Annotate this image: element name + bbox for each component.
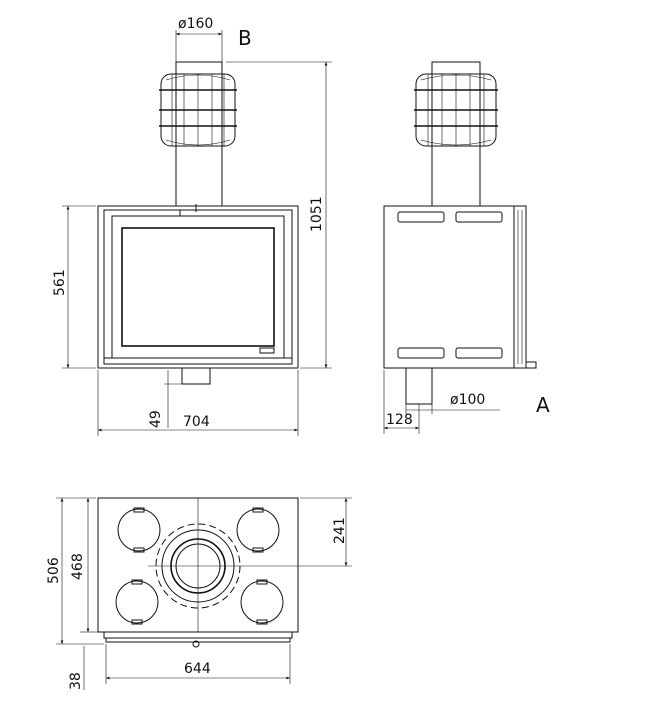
view-a-label: A [536, 393, 550, 417]
side-inlet-spigot [405, 367, 433, 405]
side-flue-pipe [431, 70, 481, 206]
side-offset-label: 128 [386, 412, 413, 428]
side-stove-body [383, 205, 537, 369]
plan-opening-top-left [117, 507, 161, 553]
plan-center-offset-label: 241 [332, 517, 348, 544]
plan-depth-inner-label: 468 [70, 553, 86, 580]
dim-inlet-diameter: ø100 [405, 392, 500, 414]
dim-body-height: 561 [52, 205, 96, 369]
spigot-height-label: 49 [148, 410, 164, 428]
plan-flue-collar [148, 523, 352, 609]
front-view: ø160 B 1051 561 704 49 [52, 16, 332, 436]
plan-opening-bottom-left [115, 579, 159, 625]
dim-total-height: 1051 [226, 61, 332, 369]
plan-depth-outer-label: 506 [46, 557, 62, 584]
side-flue-cap [414, 61, 498, 147]
side-view: 128 ø100 A [383, 61, 550, 434]
plan-view: 506 468 241 644 38 [46, 497, 352, 690]
body-height-label: 561 [52, 269, 68, 296]
dim-plan-depth-inner: 468 [70, 498, 98, 633]
front-bottom-spigot [181, 367, 211, 385]
dim-side-offset: 128 [383, 370, 420, 434]
dim-plan-center-offset: 241 [300, 497, 352, 566]
view-b-label: B [238, 26, 252, 50]
front-flue-cap [159, 61, 237, 147]
dim-plan-base: 38 [68, 631, 85, 690]
plan-width-label: 644 [184, 661, 211, 677]
plan-opening-top-right [236, 507, 280, 553]
plan-body [97, 497, 299, 648]
dim-spigot-height: 49 [148, 370, 182, 428]
front-flue-pipe [175, 70, 223, 206]
front-stove-body [97, 204, 299, 369]
dim-plan-width: 644 [105, 644, 291, 684]
dim-plan-depth-outer: 506 [46, 497, 104, 645]
dim-flue-diameter-top: ø160 [175, 16, 223, 62]
plan-base-label: 38 [68, 672, 84, 690]
plan-opening-bottom-right [240, 579, 284, 625]
total-height-label: 1051 [309, 196, 325, 232]
flue-diameter-top-label: ø160 [178, 16, 213, 32]
inlet-diameter-label: ø100 [450, 392, 485, 408]
width-label: 704 [183, 414, 210, 430]
dim-width: 704 [97, 370, 299, 436]
